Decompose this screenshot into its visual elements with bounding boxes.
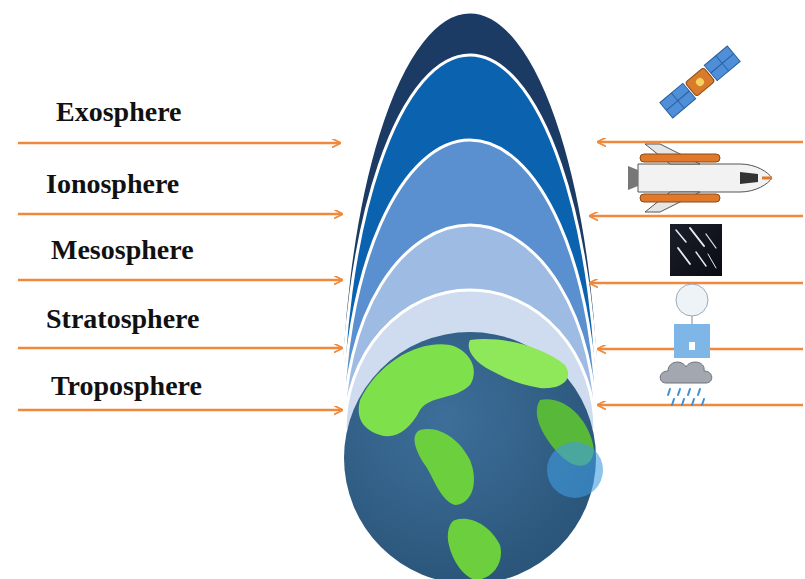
rain-cloud-icon	[660, 362, 712, 405]
right-arrows	[590, 142, 803, 405]
left-arrows	[18, 143, 342, 410]
earth-globe	[344, 332, 603, 579]
layer-name: Exosphere	[56, 98, 182, 126]
layer-name: Stratosphere	[46, 305, 199, 333]
weather-balloon-icon	[674, 284, 710, 358]
layer-name: Mesosphere	[51, 236, 194, 264]
layer-name: Troposphere	[51, 372, 202, 400]
layer-name: Ionosphere	[46, 170, 179, 198]
meteor-shower-icon	[670, 224, 722, 276]
satellite-icon	[660, 46, 740, 118]
space-shuttle-icon	[628, 144, 772, 212]
